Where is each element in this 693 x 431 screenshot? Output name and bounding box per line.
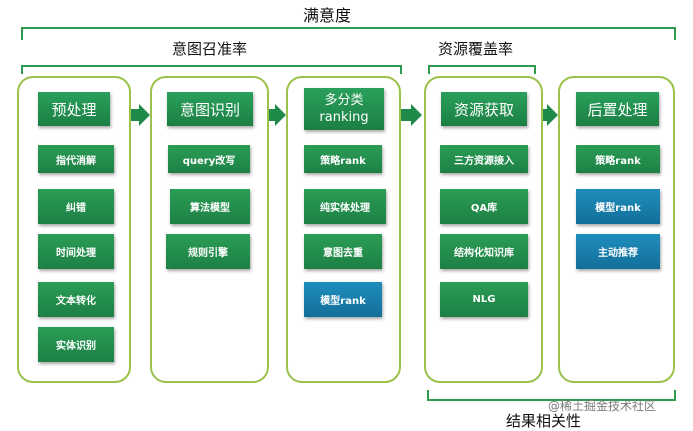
stage-title: 资源获取 [441,92,527,126]
item-rule-engine: 规则引擎 [166,234,250,269]
stage-post-processing: 后置处理 策略rank 模型rank 主动推荐 [558,76,675,383]
item-coreference: 指代消解 [38,145,114,173]
satisfaction-label: 满意度 [303,6,352,25]
intent-recall-label: 意图召准率 [172,40,248,58]
item-qa-library: QA库 [440,189,528,224]
result-relevance-label: 结果相关性 [506,412,582,430]
item-time-processing: 时间处理 [38,234,114,269]
arrow-1-icon [128,104,150,126]
arrow-2-icon [264,104,286,126]
item-proactive-recommend: 主动推荐 [576,234,660,269]
stage-title: 预处理 [38,92,110,126]
stage-resource-acquisition: 资源获取 三方资源接入 QA库 结构化知识库 NLG [424,76,543,383]
resource-coverage-label: 资源覆盖率 [438,40,514,58]
satisfaction-bracket [21,27,676,40]
stage-title: 意图识别 [167,92,253,126]
item-correction: 纠错 [38,189,114,224]
stage-multiclass-ranking: 多分类 ranking 策略rank 纯实体处理 意图去重 模型rank [286,76,401,383]
item-algorithm-model: 算法模型 [170,189,250,224]
stage-preprocessing: 预处理 指代消解 纠错 时间处理 文本转化 实体识别 [17,76,131,383]
stage-title: 多分类 ranking [304,88,384,130]
relevance-bracket [427,390,676,401]
item-entity-recognition: 实体识别 [38,327,114,362]
watermark: @稀土掘金技术社区 [548,399,657,413]
item-text-conversion: 文本转化 [38,282,114,317]
item-model-rank: 模型rank [576,189,660,224]
stage-title: 后置处理 [576,92,659,126]
intent-bracket [21,65,402,74]
item-query-rewrite: query改写 [168,145,250,173]
item-model-rank: 模型rank [304,282,382,317]
item-strategy-rank: 策略rank [576,145,660,173]
item-structured-kb: 结构化知识库 [440,234,528,269]
stage-intent-recognition: 意图识别 query改写 算法模型 规则引擎 [150,76,269,383]
item-third-party: 三方资源接入 [440,145,528,173]
resource-bracket [428,65,536,74]
item-strategy-rank: 策略rank [304,145,382,173]
item-nlg: NLG [440,282,528,317]
arrow-3-icon [400,104,422,126]
item-pure-entity: 纯实体处理 [304,189,386,224]
item-intent-dedup: 意图去重 [304,234,382,269]
